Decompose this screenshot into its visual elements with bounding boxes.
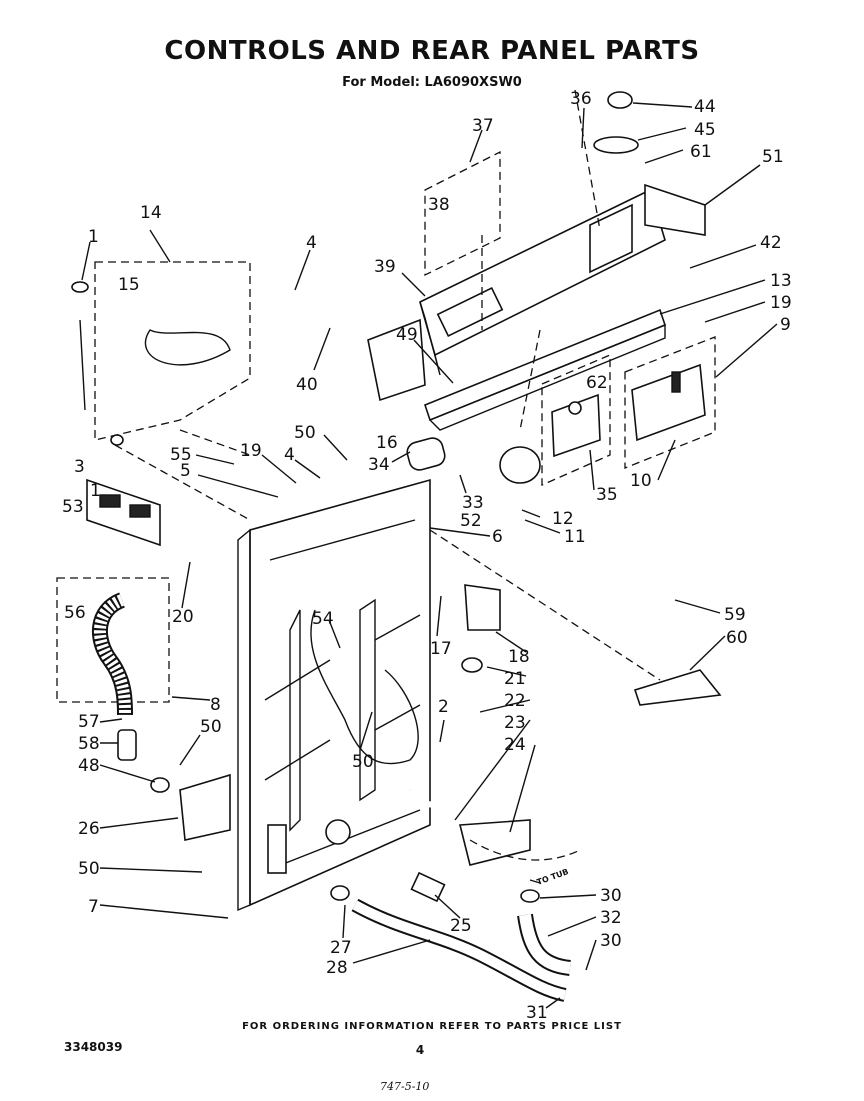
part-label: 53	[62, 497, 84, 517]
part-label: 44	[694, 97, 716, 117]
flow-label: TO TUB	[536, 867, 570, 887]
part-label: 48	[78, 756, 100, 776]
part-label: 40	[296, 375, 318, 395]
part-label: 54	[312, 609, 334, 629]
group-box-37	[424, 150, 501, 277]
part-label: 19	[240, 441, 262, 461]
part-label: 30	[600, 886, 622, 906]
part-label: 23	[504, 713, 526, 733]
part-label: 13	[770, 271, 792, 291]
part-label: 16	[376, 433, 398, 453]
part-label: 56	[64, 603, 86, 623]
part-label: 61	[690, 142, 712, 162]
part-label: 19	[770, 293, 792, 313]
part-label: 24	[504, 735, 526, 755]
part-label: 34	[368, 455, 390, 475]
part-label: 12	[552, 509, 574, 529]
part-label: 62	[586, 373, 608, 393]
part-label: 38	[428, 195, 450, 215]
part-label: 17	[430, 639, 452, 659]
part-label: 50	[294, 423, 316, 443]
part-label: 3	[74, 457, 85, 477]
part-label: 28	[326, 958, 348, 978]
part-label: 52	[460, 511, 482, 531]
rear-panel	[237, 478, 431, 912]
part-label: 11	[564, 527, 586, 547]
part-label: 7	[88, 897, 99, 917]
part-label: 50	[200, 717, 222, 737]
part-label: 4	[284, 445, 295, 465]
part-label: 26	[78, 819, 100, 839]
part-label: 6	[492, 527, 503, 547]
part-label: 45	[694, 120, 716, 140]
part-label: 30	[600, 931, 622, 951]
part-label: 42	[760, 233, 782, 253]
part-label: 32	[600, 908, 622, 928]
part-label: 60	[726, 628, 748, 648]
part-label: 1	[90, 481, 101, 501]
part-label: 50	[352, 752, 374, 772]
components	[71, 91, 722, 903]
console-panel	[367, 188, 666, 431]
part-label: 50	[78, 859, 100, 879]
part-label: 39	[374, 257, 396, 277]
part-label: 35	[596, 485, 618, 505]
part-label: 49	[396, 325, 418, 345]
page-number: 4	[415, 1043, 425, 1057]
part-label: 37	[472, 116, 494, 136]
part-label: 22	[504, 691, 526, 711]
part-label: 27	[330, 938, 352, 958]
group-boxes	[56, 150, 716, 703]
part-label: 57	[78, 712, 100, 732]
part-label: 20	[172, 607, 194, 627]
part-label: 14	[140, 203, 162, 223]
part-label: 21	[504, 669, 526, 689]
part-label: 4	[306, 233, 317, 253]
ordering-note: FOR ORDERING INFORMATION REFER TO PARTS …	[242, 1021, 622, 1032]
part-label: 5	[180, 461, 191, 481]
leader-lines	[81, 89, 778, 1009]
part-label: 10	[630, 471, 652, 491]
part-label: 58	[78, 734, 100, 754]
model-subtitle: For Model: LA6090XSW0	[342, 75, 522, 90]
part-label: 2	[438, 697, 449, 717]
part-label: 51	[762, 147, 784, 167]
group-box-14	[94, 261, 251, 441]
part-label: 15	[118, 275, 140, 295]
part-label: 33	[462, 493, 484, 513]
page-title: CONTROLS AND REAR PANEL PARTS	[164, 36, 700, 66]
part-label: 25	[450, 916, 472, 936]
part-label: 8	[210, 695, 221, 715]
part-label: 31	[526, 1003, 548, 1023]
document-number: 3348039	[64, 1040, 123, 1054]
part-label: 59	[724, 605, 746, 625]
hoses	[79, 319, 572, 1002]
part-label: 55	[170, 445, 192, 465]
group-box-62	[541, 354, 611, 486]
handwritten-note: 747-5-10	[380, 1080, 430, 1093]
part-label: 18	[508, 647, 530, 667]
part-label: 1	[88, 227, 99, 247]
part-label: 36	[570, 89, 592, 109]
part-label: 9	[780, 315, 791, 335]
group-box-8	[56, 577, 170, 703]
